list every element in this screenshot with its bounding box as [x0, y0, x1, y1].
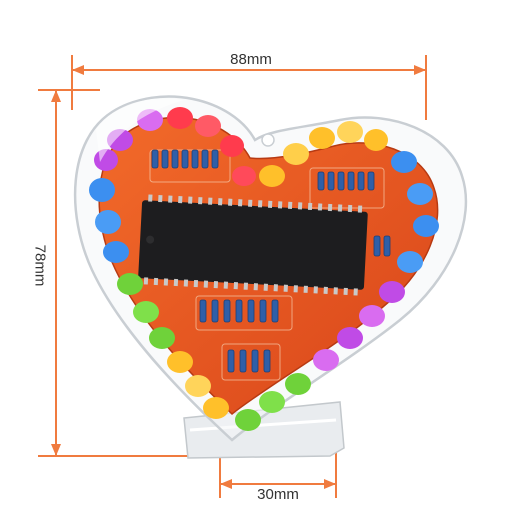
microcontroller-chip — [138, 194, 368, 296]
pcb-silkscreen — [149, 149, 385, 381]
base-dimension-label: 30mm — [257, 486, 299, 503]
led-ring — [89, 107, 439, 431]
dimension-width — [71, 55, 427, 120]
hanging-hole — [261, 133, 275, 147]
resistor-array — [151, 149, 391, 373]
height-dimension-label: 78mm — [31, 244, 49, 287]
width-dimension-label: 88mm — [230, 51, 272, 68]
shell-highlight — [96, 98, 184, 162]
